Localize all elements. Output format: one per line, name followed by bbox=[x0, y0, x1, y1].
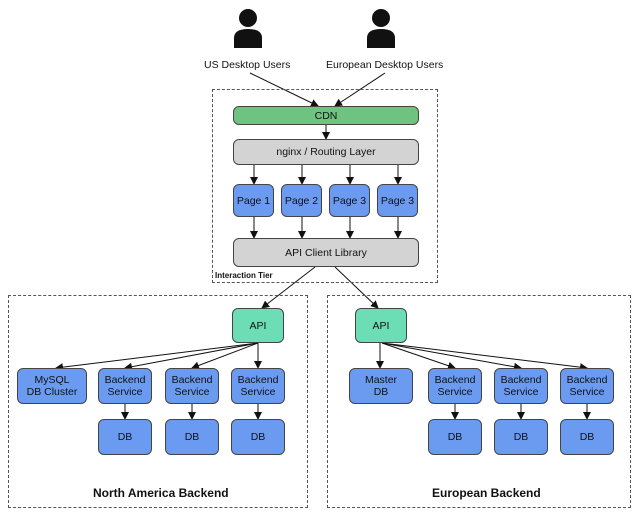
arrow-na-api-svc1 bbox=[124, 342, 259, 371]
eu-api-label: API bbox=[372, 319, 390, 332]
eu-backend-service-2: Backend Service bbox=[494, 368, 548, 404]
eu-backend-service-3: Backend Service bbox=[560, 368, 614, 404]
interaction-tier-label: Interaction Tier bbox=[215, 271, 273, 280]
north-america-backend-title: North America Backend bbox=[93, 486, 229, 500]
arrow-eu-api-svc1 bbox=[381, 342, 456, 370]
na-backend-service-3: Backend Service bbox=[231, 368, 285, 404]
cdn-label: CDN bbox=[314, 109, 338, 122]
eu-api-node: API bbox=[355, 308, 407, 343]
na-backend-service-2: Backend Service bbox=[165, 368, 219, 404]
mysql-db-cluster-label: MySQL DB Cluster bbox=[26, 374, 78, 398]
eu-db-1: DB bbox=[428, 419, 482, 455]
arrow-client-eu-api bbox=[334, 266, 379, 309]
european-backend-frame bbox=[327, 295, 631, 508]
backend-service-label: Backend Service bbox=[104, 374, 146, 398]
interaction-tier-frame bbox=[212, 89, 438, 283]
page-label: Page 1 bbox=[236, 194, 271, 207]
eu-users-label: European Desktop Users bbox=[326, 59, 444, 71]
cdn-node: CDN bbox=[233, 106, 419, 125]
page-node-2: Page 2 bbox=[281, 184, 322, 217]
mysql-db-cluster-node: MySQL DB Cluster bbox=[17, 368, 87, 404]
master-db-node: Master DB bbox=[349, 368, 413, 404]
na-api-label: API bbox=[249, 319, 267, 332]
db-label: DB bbox=[250, 431, 266, 443]
eu-db-3: DB bbox=[560, 419, 614, 455]
eu-user-icon bbox=[367, 9, 395, 48]
page-label: Page 3 bbox=[332, 194, 367, 207]
api-client-library-label: API Client Library bbox=[285, 246, 367, 259]
backend-service-label: Backend Service bbox=[171, 374, 213, 398]
na-db-3: DB bbox=[231, 419, 285, 455]
routing-layer-node: nginx / Routing Layer bbox=[233, 139, 419, 165]
arrow-eu-api-svc2 bbox=[381, 342, 522, 371]
page-node-1: Page 1 bbox=[233, 184, 274, 217]
us-user-icon bbox=[234, 9, 262, 48]
routing-layer-label: nginx / Routing Layer bbox=[276, 146, 376, 158]
arrow-client-na-api bbox=[261, 266, 316, 309]
db-label: DB bbox=[513, 431, 529, 443]
backend-service-label: Backend Service bbox=[237, 374, 279, 398]
page-node-4: Page 3 bbox=[377, 184, 418, 217]
eu-db-2: DB bbox=[494, 419, 548, 455]
na-api-node: API bbox=[232, 308, 284, 343]
db-label: DB bbox=[117, 431, 133, 443]
db-label: DB bbox=[184, 431, 200, 443]
north-america-backend-frame bbox=[8, 295, 308, 508]
us-users-label: US Desktop Users bbox=[204, 59, 291, 71]
eu-backend-service-1: Backend Service bbox=[428, 368, 482, 404]
backend-service-label: Backend Service bbox=[434, 374, 476, 398]
page-label: Page 3 bbox=[380, 194, 415, 207]
european-backend-title: European Backend bbox=[432, 486, 541, 500]
na-db-2: DB bbox=[165, 419, 219, 455]
master-db-label: Master DB bbox=[364, 374, 398, 398]
backend-service-label: Backend Service bbox=[500, 374, 542, 398]
arrow-na-api-svc2 bbox=[191, 342, 259, 370]
page-node-3: Page 3 bbox=[329, 184, 370, 217]
db-label: DB bbox=[579, 431, 595, 443]
page-label: Page 2 bbox=[284, 194, 319, 207]
arrow-eu-api-svc3 bbox=[381, 342, 588, 372]
backend-service-label: Backend Service bbox=[566, 374, 608, 398]
na-db-1: DB bbox=[98, 419, 152, 455]
api-client-library-node: API Client Library bbox=[233, 238, 419, 267]
db-label: DB bbox=[447, 431, 463, 443]
na-backend-service-1: Backend Service bbox=[98, 368, 152, 404]
arrow-na-api-mysql bbox=[55, 342, 259, 372]
